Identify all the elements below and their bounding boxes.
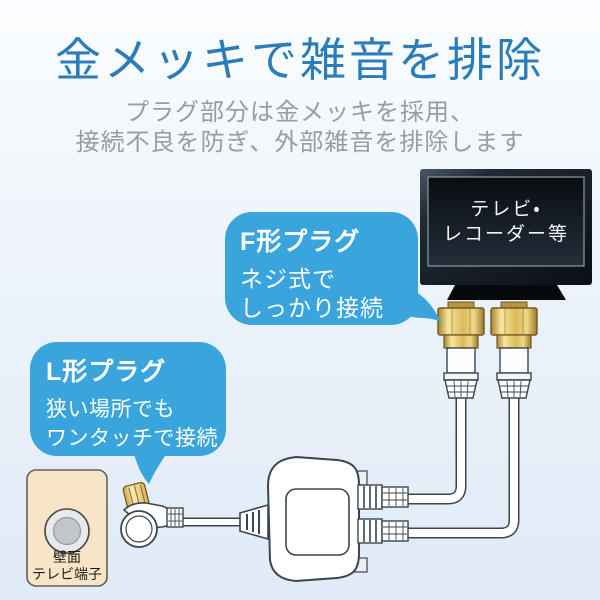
splitter-port-bottom — [357, 518, 409, 544]
f-plug-callout-text: F形プラグ ネジ式で しっかり接続 — [240, 222, 384, 323]
l-plug-callout-text: L形プラグ 狭い場所でも ワンタッチで接続 — [46, 352, 218, 453]
l-plug-line-2: ワンタッチで接続 — [46, 427, 218, 450]
wall-outlet-label: 壁面 テレビ端子 — [27, 549, 107, 583]
l-plug — [120, 482, 184, 548]
tv — [420, 169, 592, 300]
wall-outlet-label-line-1: 壁面 — [53, 549, 81, 565]
f-plug-heading: F形プラグ — [240, 228, 361, 256]
subtitle-line-2: 接続不良を防ぎ、外部雑音を排除します — [75, 129, 525, 156]
f-connector-right — [490, 301, 538, 399]
tv-screen-label: テレビ・ レコーダー等 — [420, 197, 592, 247]
subtitle-line-1: プラグ部分は金メッキを採用、 — [125, 99, 475, 126]
l-plug-line-1: 狭い場所でも — [46, 398, 175, 421]
splitter-body — [239, 455, 409, 583]
l-plug-callout-bubble — [30, 342, 226, 484]
f-plug-line-1: ネジ式で — [240, 266, 336, 292]
wall-outlet — [26, 469, 108, 587]
f-connector-left — [437, 301, 485, 399]
tv-label-line-2: レコーダー等 — [442, 224, 569, 245]
wall-outlet-label-line-2: テレビ端子 — [32, 566, 102, 582]
tv-label-line-1: テレビ・ — [470, 199, 542, 220]
page-title: 金メッキで雑音を排除 — [55, 34, 545, 86]
f-plug-callout-bubble — [225, 212, 442, 325]
l-plug-heading: L形プラグ — [46, 358, 167, 386]
page-subtitle: プラグ部分は金メッキを採用、 接続不良を防ぎ、外部雑音を排除します — [0, 98, 600, 158]
coax-cables — [182, 392, 520, 539]
f-plug-line-2: しっかり接続 — [240, 295, 384, 321]
splitter-port-top — [357, 484, 409, 510]
